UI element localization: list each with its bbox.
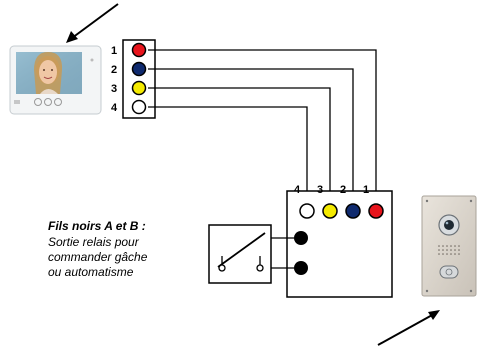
monitor-buttons [14,98,62,106]
relay-terminal-b [294,261,308,275]
relay-note-line-3: ou automatisme [48,265,134,279]
plate-terminal-2 [345,203,361,219]
plate-terminal-1 [368,203,384,219]
monitor-terminal-1 [131,42,147,58]
wire-2 [148,68,354,200]
relay-note-line-2: commander gâche [48,250,148,264]
relay-terminal-a [294,231,308,245]
face-photo [34,52,63,94]
monitor-terminal-label: 1 [111,45,117,57]
monitor-terminal-3 [131,80,147,96]
plate-terminal-3 [322,203,338,219]
monitor-terminal-2 [131,61,147,77]
plate-terminal-label: 4 [294,184,301,196]
wire-4 [148,106,308,200]
plate-terminal-4 [299,203,315,219]
plate-terminal-label: 1 [363,184,369,196]
plate-terminal-label: 2 [340,184,346,196]
video-monitor [9,45,102,115]
monitor-terminal-label: 4 [111,102,118,114]
monitor-terminal-label: 3 [111,83,117,95]
monitor-terminal-4 [131,99,147,115]
door-station [421,195,477,297]
wires [148,49,377,200]
relay-note-title: Fils noirs A et B : [48,219,146,233]
wire-1 [148,49,377,200]
relay-switch-symbol [208,224,272,284]
wire-3 [148,87,331,200]
monitor-terminal-label: 2 [111,64,117,76]
plate-terminal-label: 3 [317,184,323,196]
door-station-pointer-arrow [377,310,440,346]
call-button [439,265,459,279]
monitor-pointer-arrow [66,3,119,43]
relay-note-line-1: Sortie relais pour [48,235,139,249]
